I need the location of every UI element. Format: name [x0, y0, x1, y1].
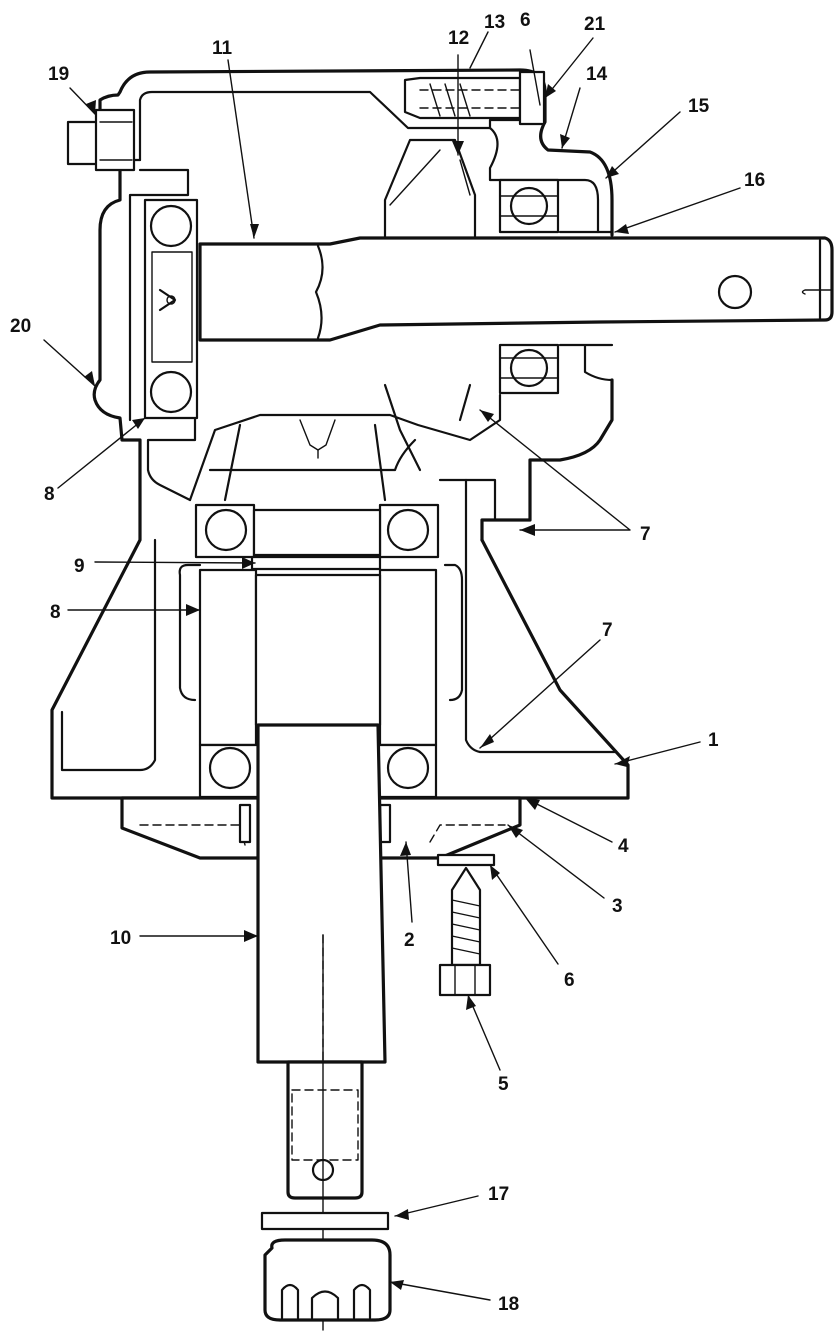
- callout-16: 16: [744, 170, 765, 191]
- top-cap-bolt: [403, 70, 546, 126]
- callout-18: 18: [498, 1294, 519, 1315]
- callout-6-top: 6: [520, 10, 531, 31]
- callout-19: 19: [48, 64, 69, 85]
- callout-4: 4: [618, 836, 629, 857]
- mounting-bolt-and-washer: [436, 853, 496, 997]
- callout-11: 11: [212, 38, 233, 59]
- callout-14: 14: [586, 64, 608, 85]
- input-shaft: [198, 236, 834, 342]
- callout-5: 5: [498, 1074, 509, 1095]
- callout-6-bottom: 6: [564, 970, 575, 991]
- callout-7-upper: 7: [640, 524, 651, 545]
- upper-right-bearing: [498, 178, 614, 395]
- output-washer-and-nut: [260, 1211, 392, 1322]
- output-shaft: [256, 723, 387, 1331]
- callout-8-lower: 8: [50, 602, 61, 623]
- callout-9: 9: [74, 556, 85, 577]
- callout-3: 3: [612, 896, 623, 917]
- leader-lines: [43, 31, 741, 1301]
- callout-1: 1: [708, 730, 719, 751]
- callout-21: 21: [584, 14, 606, 35]
- callout-8-upper: 8: [44, 484, 55, 505]
- vertical-shaft-bearings: [194, 503, 440, 799]
- callout-10: 10: [110, 928, 131, 949]
- callout-12: 12: [448, 28, 469, 49]
- callout-17: 17: [488, 1184, 509, 1205]
- upper-left-bearing: [143, 198, 199, 420]
- callout-7-lower: 7: [602, 620, 613, 641]
- callout-15: 15: [688, 96, 710, 117]
- callout-13: 13: [484, 12, 505, 33]
- callout-labels: 1 2 3 4 5 6 6 7 7 8 8 9 10 11 12 13 14 1…: [10, 10, 765, 1315]
- arrowheads: [84, 84, 630, 1290]
- fill-plug: [66, 108, 136, 172]
- callout-20: 20: [10, 316, 31, 337]
- callout-2: 2: [404, 930, 415, 951]
